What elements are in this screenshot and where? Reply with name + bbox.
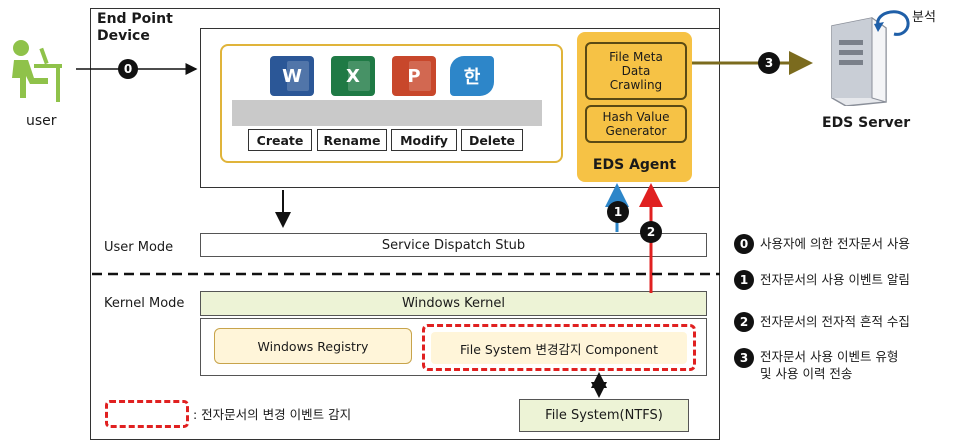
kernel-components-frame: [200, 318, 707, 376]
file-meta-crawling-box: File Meta Data Crawling: [585, 42, 687, 100]
eds-agent-title: EDS Agent: [592, 157, 677, 173]
legend-step-0-number: 0: [734, 234, 754, 254]
endpoint-device-title: End Point Device: [97, 11, 173, 44]
legend-text: : 전자문서의 변경 이벤트 감지: [193, 407, 352, 422]
step-2-marker: 2: [640, 221, 662, 243]
windows-kernel-box: Windows Kernel: [200, 291, 707, 316]
kernel-mode-label: Kernel Mode: [104, 296, 185, 311]
legend-step-2-number: 2: [734, 312, 754, 332]
legend-step-1-text: 전자문서의 사용 이벤트 알림: [760, 272, 910, 287]
legend-step-0-text: 사용자에 의한 전자문서 사용: [760, 236, 910, 251]
ntfs-file-system-box: File System(NTFS): [519, 399, 689, 432]
service-dispatch-stub-box: Service Dispatch Stub: [200, 233, 707, 257]
windows-registry-box: Windows Registry: [214, 328, 412, 364]
hash-generator-box: Hash Value Generator: [585, 105, 687, 143]
legend-step-3-text: 전자문서 사용 이벤트 유형 및 사용 이력 전송: [760, 349, 899, 381]
user-mode-label: User Mode: [104, 240, 174, 255]
analysis-label: 분석: [912, 10, 936, 25]
user-at-desk-icon: [12, 40, 62, 102]
legend-step-3-number: 3: [734, 348, 754, 368]
analysis-loop-icon: [874, 10, 910, 36]
delete-button[interactable]: Delete: [461, 129, 523, 151]
step-1-marker: 1: [607, 201, 629, 223]
create-button[interactable]: Create: [248, 129, 312, 151]
step-0-marker: 0: [118, 59, 138, 79]
legend-step-1-number: 1: [734, 270, 754, 290]
word-icon: W: [270, 56, 314, 96]
change-detection-highlight: [422, 324, 696, 371]
rename-button[interactable]: Rename: [317, 129, 387, 151]
legend-step-2-text: 전자문서의 전자적 흔적 수집: [760, 314, 910, 329]
apps-tray: [232, 100, 542, 126]
modify-button[interactable]: Modify: [391, 129, 457, 151]
endpoint-device-frame: [90, 8, 720, 440]
legend-dashed-box: [105, 400, 189, 428]
eds-server-label: EDS Server: [822, 115, 911, 131]
hangul-icon: 한: [450, 56, 494, 96]
step-3-marker: 3: [758, 52, 780, 74]
server-icon: [831, 17, 887, 106]
excel-icon: X: [331, 56, 375, 96]
powerpoint-icon: P: [392, 56, 436, 96]
fs-change-detection-component: File System 변경감지 Component: [431, 332, 687, 364]
user-label: user: [26, 113, 57, 129]
